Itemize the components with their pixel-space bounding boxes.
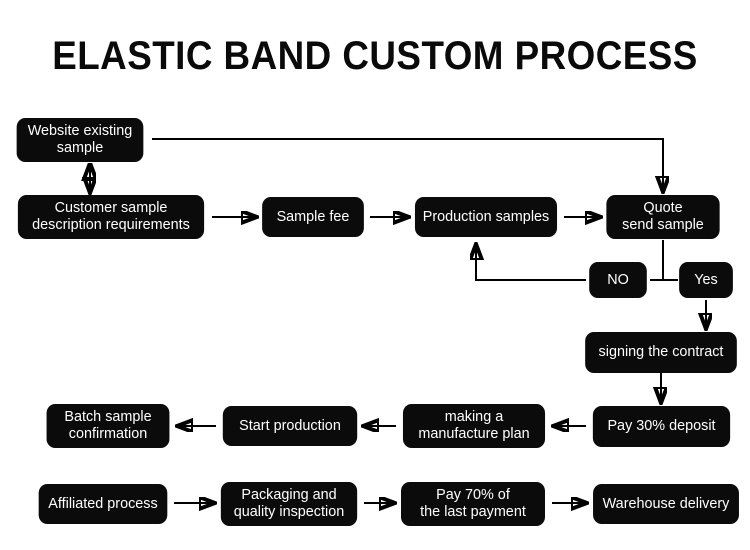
page-title: ELASTIC BAND CUSTOM PROCESS [52, 34, 698, 78]
edge-website-quote [152, 138, 663, 191]
node-production-samples[interactable]: Production samples [414, 197, 558, 237]
node-customer-sample-description-requirements[interactable]: Customer sample description requirements [17, 195, 205, 239]
edge-no-production [476, 245, 586, 281]
node-no[interactable]: NO [589, 262, 647, 298]
node-making-a-manufacture-plan[interactable]: making a manufacture plan [402, 404, 546, 448]
node-start-production[interactable]: Start production [222, 406, 358, 446]
node-website-existing-sample[interactable]: Website existing sample [16, 118, 144, 162]
node-batch-sample-confirmation[interactable]: Batch sample confirmation [46, 404, 170, 448]
node-yes[interactable]: Yes [679, 262, 733, 298]
node-warehouse-delivery[interactable]: Warehouse delivery [593, 484, 739, 524]
node-affiliated-process[interactable]: Affiliated process [38, 484, 168, 524]
node-signing-the-contract[interactable]: signing the contract [585, 332, 737, 373]
node-pay-30-deposit[interactable]: Pay 30% deposit [592, 406, 731, 447]
node-quote-send-sample[interactable]: Quote send sample [606, 195, 720, 239]
node-pay-70-last-payment[interactable]: Pay 70% of the last payment [401, 482, 545, 526]
node-packaging-and-quality-inspection[interactable]: Packaging and quality inspection [220, 482, 358, 526]
node-sample-fee[interactable]: Sample fee [262, 197, 364, 237]
